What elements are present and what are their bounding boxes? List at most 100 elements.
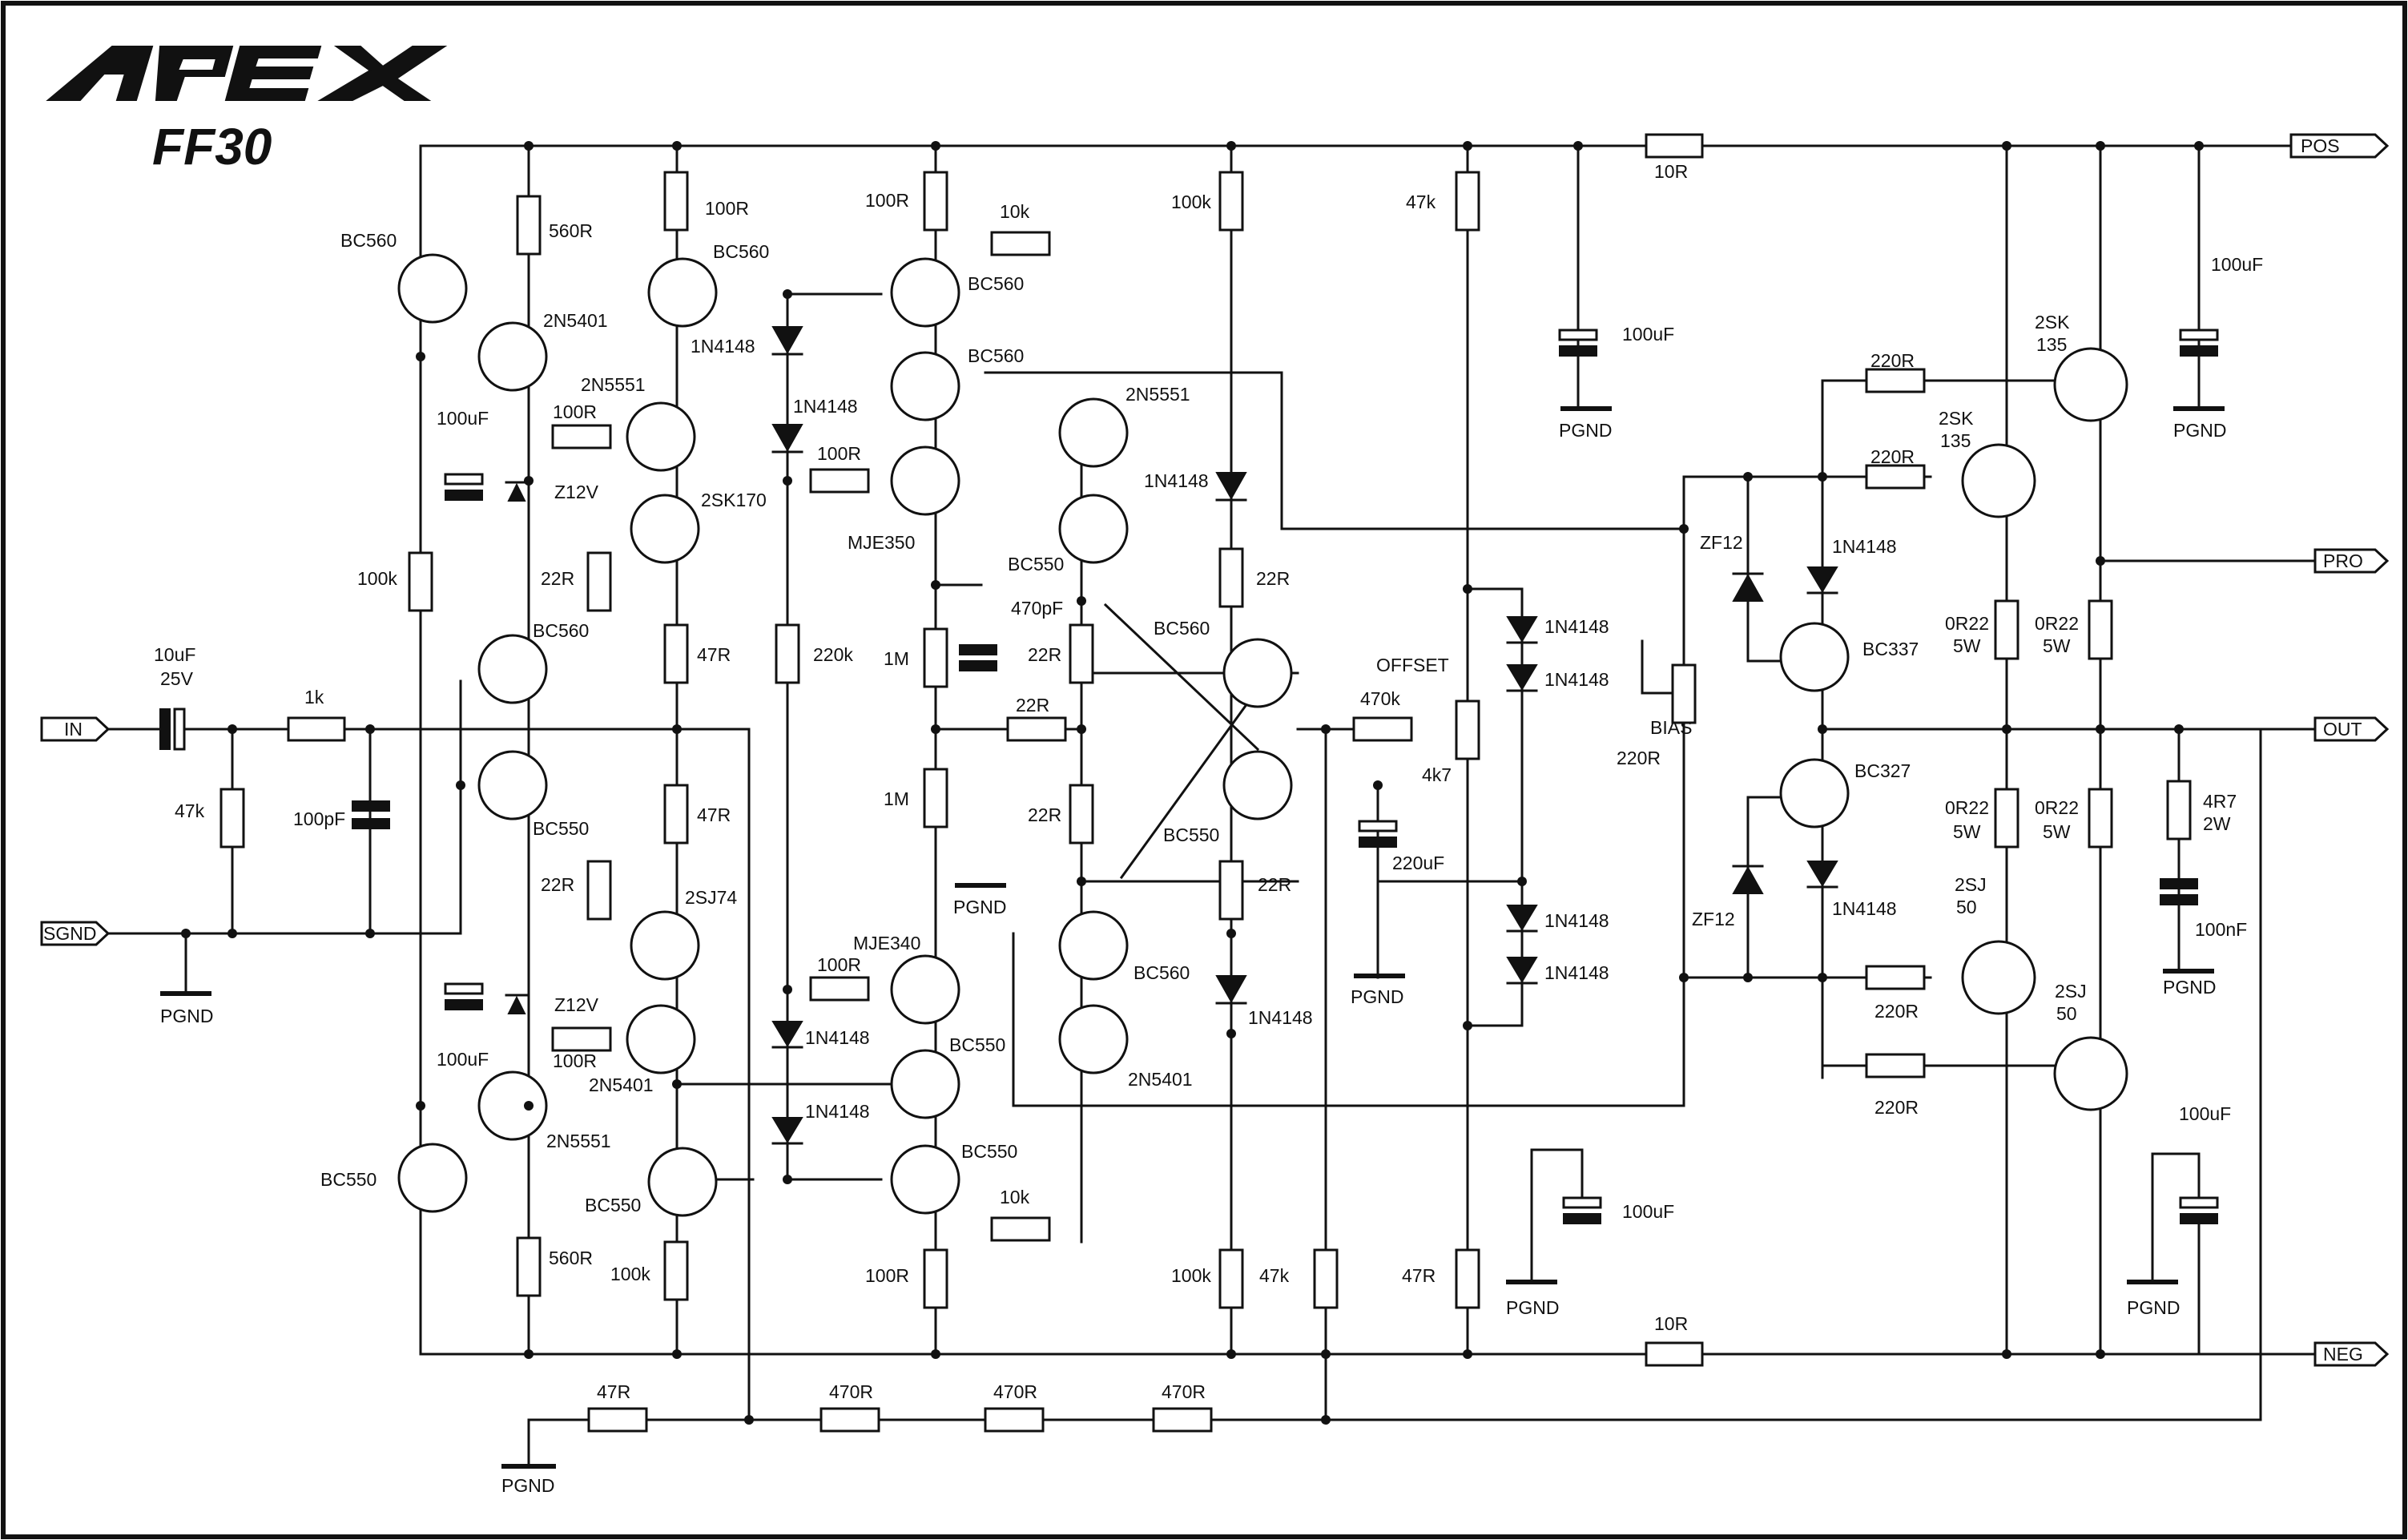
label-2n5401-q9: 2N5401 xyxy=(589,1074,654,1095)
resistor-r100f xyxy=(551,1026,612,1052)
transistor-bc560-q19 xyxy=(1222,638,1293,708)
label-r0r22c-w: 5W xyxy=(1953,821,1981,842)
svg-text:OUT: OUT xyxy=(2323,719,2362,740)
port-sgnd: SGND xyxy=(40,921,111,946)
zener-zf12-1 xyxy=(1732,475,1782,663)
label-2sj50-a2: 50 xyxy=(1956,897,1977,917)
model-title: FF30 xyxy=(152,118,272,175)
label-2n5401-q2: 2N5401 xyxy=(543,310,608,331)
mosfet-2sj50-a xyxy=(1961,940,2036,1015)
label-r0r22d: 0R22 xyxy=(2035,797,2079,818)
resistor-r220c xyxy=(1865,965,1926,990)
cap-100uf-neg2 xyxy=(2151,1152,2219,1356)
transistor-2sj74 xyxy=(630,910,700,981)
pot-offset xyxy=(1455,699,1480,760)
label-mje340: MJE340 xyxy=(853,933,920,953)
transistor-bc560-q17 xyxy=(1058,910,1129,981)
label-r22c: 22R xyxy=(1016,695,1049,716)
port-pos: POS xyxy=(2289,133,2390,159)
label-1n4148-d: 1N4148 xyxy=(805,1101,870,1122)
resistor-r220d xyxy=(1865,1053,1926,1078)
label-r100h: 100k xyxy=(610,1264,650,1284)
resistor-r100g xyxy=(809,976,870,1002)
label-z12v-2: Z12V xyxy=(554,994,599,1015)
label-r22b: 22R xyxy=(1028,644,1061,665)
label-pot-offset: 4k7 xyxy=(1422,764,1452,785)
transistor-bc550-q16 xyxy=(1058,494,1129,564)
label-r22f: 22R xyxy=(541,568,574,589)
svg-text:SGND: SGND xyxy=(43,923,96,944)
label-r100kc: 100k xyxy=(1171,191,1211,212)
label-2n5551-q5: 2N5551 xyxy=(546,1131,611,1151)
label-r100ka: 100k xyxy=(357,568,397,589)
label-2sk135-b2: 135 xyxy=(2036,334,2067,355)
label-bc550-q13: BC550 xyxy=(949,1034,1005,1055)
transistor-mje350 xyxy=(890,445,960,516)
label-c100uf-z2: 100uF xyxy=(437,1049,489,1070)
transistor-bc550-q10 xyxy=(647,1147,718,1217)
resistor-r220b xyxy=(1865,464,1926,490)
resistor-r100kc xyxy=(1218,171,1244,232)
diode-1n4148-l xyxy=(1806,861,1838,889)
zener-z12v-2 xyxy=(505,994,529,1014)
resistor-r47ra xyxy=(663,623,689,684)
svg-text:PRO: PRO xyxy=(2323,550,2363,571)
label-pgnd-3: PGND xyxy=(1351,986,1403,1007)
label-pgnd-5: PGND xyxy=(2173,420,2226,441)
transistor-2n5551-q8 xyxy=(626,401,696,472)
resistor-r47rb xyxy=(663,784,689,845)
transistor-2n5401-q2 xyxy=(477,321,548,392)
cap-100pf xyxy=(352,800,390,829)
resistor-r22b xyxy=(1069,623,1094,684)
label-bc337: BC337 xyxy=(1862,639,1919,659)
label-2sk135-a2: 135 xyxy=(1940,430,1971,451)
transistor-bc560-q12 xyxy=(890,351,960,421)
resistor-r22c xyxy=(1006,716,1067,742)
cap-220uf xyxy=(1358,820,1398,848)
apex-logo xyxy=(46,46,448,101)
label-r100a: 100R xyxy=(705,198,749,219)
resistor-r100kd xyxy=(1218,1248,1244,1309)
label-2sj74: 2SJ74 xyxy=(685,887,737,908)
label-r100kd: 100k xyxy=(1171,1265,1211,1286)
label-bc560-q1: BC560 xyxy=(340,230,397,251)
label-r1ma: 1M xyxy=(884,648,909,669)
resistor-r220k xyxy=(775,623,800,684)
label-zf12-2: ZF12 xyxy=(1692,909,1735,929)
transistor-mje340 xyxy=(890,954,960,1025)
resistor-r100d xyxy=(923,1248,948,1309)
label-c100uf-pos2: 100uF xyxy=(2211,254,2263,275)
label-r22e: 22R xyxy=(1256,568,1290,589)
label-r470b: 470R xyxy=(993,1381,1037,1402)
label-r470c: 470R xyxy=(1162,1381,1206,1402)
label-r0r22b-w: 5W xyxy=(2043,635,2071,656)
resistor-r1mb xyxy=(923,768,948,828)
resistor-r1ma xyxy=(923,627,948,688)
label-bc327: BC327 xyxy=(1854,760,1911,781)
label-r22d: 22R xyxy=(1028,804,1061,825)
label-c100uf-pos1: 100uF xyxy=(1622,324,1674,345)
transistor-2n5551-q5 xyxy=(477,1070,548,1141)
label-1n4148-c: 1N4148 xyxy=(805,1027,870,1048)
label-r10kb: 10k xyxy=(1000,1187,1030,1207)
resistor-r100ka xyxy=(408,551,433,612)
resistor-r0r22c xyxy=(1994,788,2019,849)
resistor-r470c xyxy=(1152,1407,1213,1433)
resistor-r470a xyxy=(819,1407,880,1433)
label-r1k: 1k xyxy=(304,687,324,708)
cap-470pf xyxy=(959,644,997,671)
diode-1n4148-k xyxy=(1806,566,1838,595)
resistor-r47rc xyxy=(587,1407,648,1433)
label-r100b: 100R xyxy=(865,190,909,211)
label-pgnd-9: PGND xyxy=(501,1475,554,1496)
label-pgnd-6: PGND xyxy=(2163,977,2216,998)
transistor-bc550-q4 xyxy=(477,750,548,820)
diode-1n4148-e xyxy=(1215,472,1247,502)
label-pgnd-4: PGND xyxy=(1559,420,1612,441)
label-r4r7: 4R7 xyxy=(2203,791,2237,812)
svg-text:NEG: NEG xyxy=(2323,1344,2363,1365)
resistor-r47kb xyxy=(1455,1248,1480,1309)
label-c25v: 25V xyxy=(160,668,194,689)
label-r470k: 470k xyxy=(1360,688,1400,709)
label-2n5551-q15: 2N5551 xyxy=(1125,384,1190,405)
